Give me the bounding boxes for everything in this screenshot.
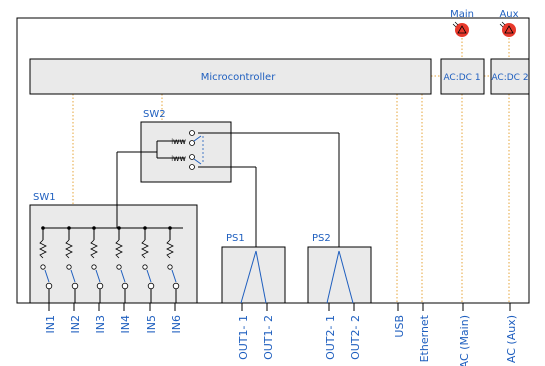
connector-label: OUT2- 2 <box>349 315 362 360</box>
sw1-switch-array-icon <box>39 226 183 303</box>
sw1-channel-2 <box>65 226 79 303</box>
svg-text:⊣ww: ⊣ww <box>166 154 187 163</box>
connector-label: IN1 <box>44 315 57 333</box>
sw1-channel-6 <box>166 226 180 303</box>
connector-label: AC (Aux) <box>505 315 518 363</box>
sw1-channel-4 <box>115 226 129 303</box>
sw1-label: SW1 <box>33 192 56 203</box>
ps2-output-icon <box>326 250 354 304</box>
led-aux-icon <box>499 21 516 37</box>
microcontroller-box <box>29 58 432 95</box>
connector-label: OUT1- 2 <box>262 315 275 360</box>
acdc-1-label: AC:DC 1 <box>443 73 480 83</box>
connector-label: Ethernet <box>418 314 431 362</box>
connector-label: USB <box>393 315 406 338</box>
sw1-channel-5 <box>141 226 155 303</box>
bottom-connectors: IN1 IN2 IN3 IN4 IN5 IN6 OUT1- 1 OUT1- 2 OUT2- 1 O… <box>44 303 518 366</box>
connector-label: IN3 <box>94 315 107 333</box>
ps1-label: PS1 <box>226 233 245 244</box>
led-aux-label: Aux <box>499 9 518 20</box>
wiring <box>116 132 340 247</box>
ps1-box <box>221 246 286 304</box>
connector-label: OUT1- 1 <box>237 315 250 360</box>
sw1-channel-3 <box>90 226 104 303</box>
acdc-1-box <box>440 58 485 95</box>
sw2-label: SW2 <box>143 109 166 120</box>
connector-label: IN6 <box>170 315 183 333</box>
ps2-box <box>307 246 372 304</box>
sw2-switch-icon: ⊣ww ⊣ww <box>156 130 204 170</box>
svg-text:⊣ww: ⊣ww <box>166 137 187 146</box>
ps1-output-icon <box>240 250 267 304</box>
microcontroller-label: Microcontroller <box>201 72 277 83</box>
acdc-2-box <box>490 58 530 95</box>
connector-label: OUT2- 1 <box>324 315 337 360</box>
sw1-box <box>29 204 198 304</box>
connector-label: IN2 <box>69 315 82 333</box>
connector-label: AC (Main) <box>458 315 471 366</box>
sw1-channel-1 <box>39 226 53 303</box>
ps2-label: PS2 <box>312 233 331 244</box>
led-main-icon <box>452 21 469 37</box>
connector-label: IN5 <box>145 315 158 333</box>
acdc-2-label: AC:DC 2 <box>491 73 528 83</box>
connector-label: IN4 <box>119 315 132 333</box>
led-main-label: Main <box>450 9 474 20</box>
signal-lines <box>72 38 510 303</box>
